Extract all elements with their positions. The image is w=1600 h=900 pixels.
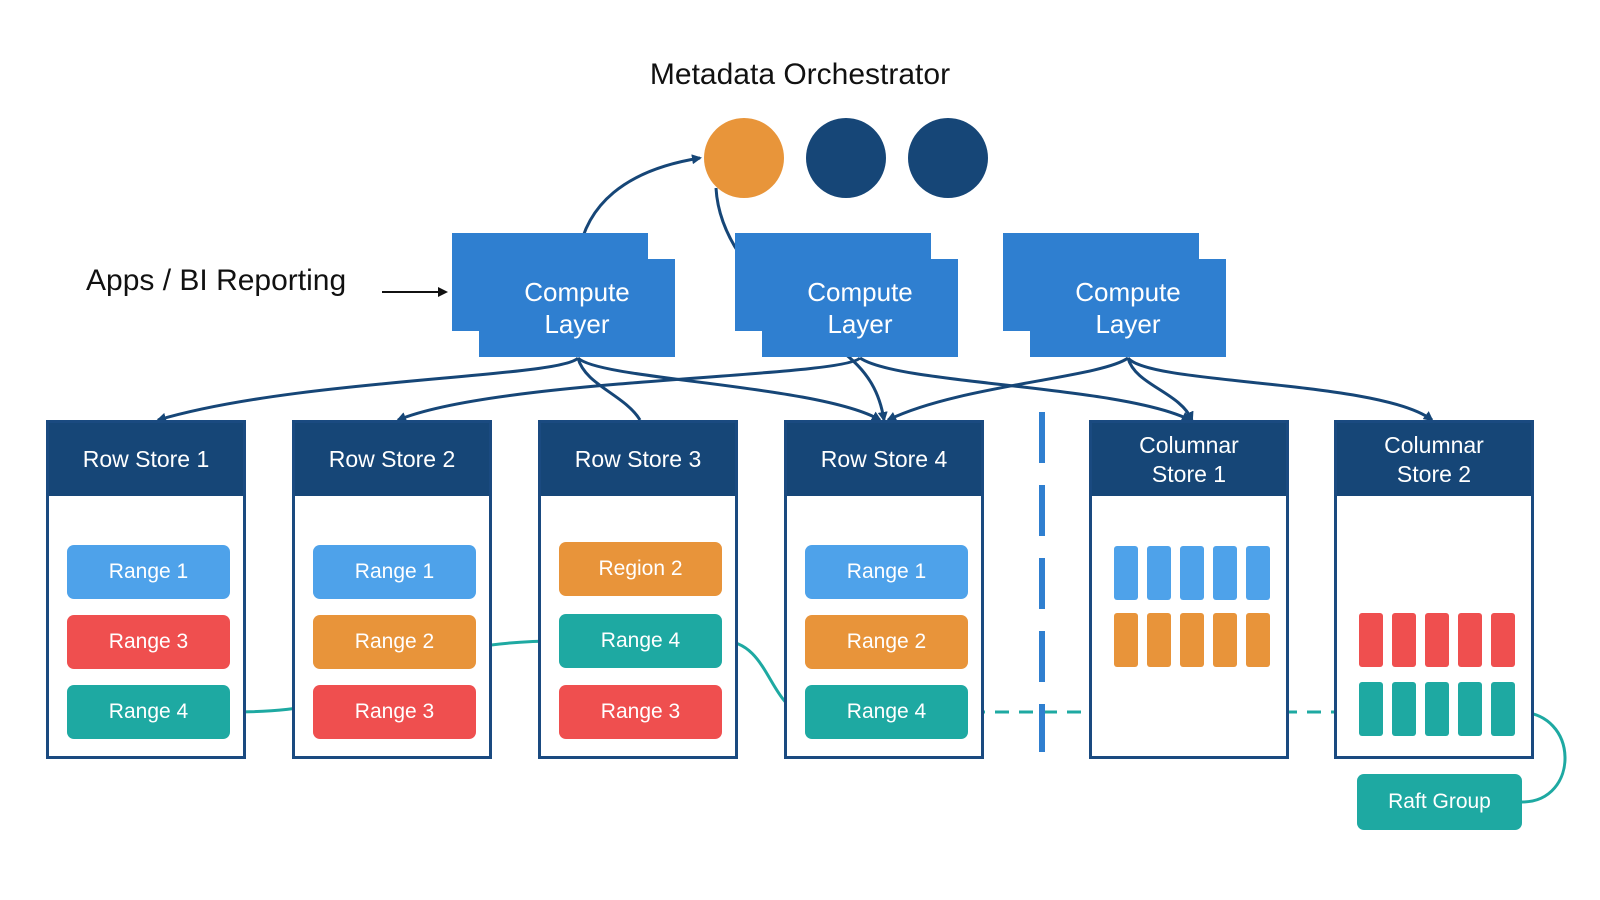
store-header: Row Store 3: [541, 423, 735, 496]
range-chip[interactable]: Range 4: [559, 614, 722, 668]
compute1-to-rowstore4: [576, 356, 882, 422]
column-block: [1213, 613, 1237, 667]
column-block: [1180, 613, 1204, 667]
divider-dash: [1039, 704, 1045, 752]
orchestrator-follower-node-icon: [806, 118, 886, 198]
column-block: [1425, 613, 1449, 667]
column-block: [1392, 613, 1416, 667]
column-block: [1425, 682, 1449, 736]
column-block: [1491, 682, 1515, 736]
region-chip[interactable]: Region 2: [559, 542, 722, 596]
apps-bi-reporting-label: Apps / BI Reporting: [86, 264, 347, 297]
row-store-4[interactable]: Row Store 4 Range 1 Range 2 Range 4: [784, 420, 984, 759]
column-block: [1246, 613, 1270, 667]
divider-dash: [1039, 558, 1045, 609]
compute-layer-3[interactable]: Compute Layer: [1030, 259, 1226, 357]
compute-layer-2[interactable]: Compute Layer: [762, 259, 958, 357]
column-block: [1246, 546, 1270, 600]
store-header: Columnar Store 1: [1092, 423, 1286, 496]
range-chip[interactable]: Range 4: [805, 685, 968, 739]
range-chip[interactable]: Range 3: [313, 685, 476, 739]
range-chip[interactable]: Range 3: [559, 685, 722, 739]
store-header: Columnar Store 2: [1337, 423, 1531, 496]
columnar-store-2[interactable]: Columnar Store 2: [1334, 420, 1534, 759]
range-chip[interactable]: Range 2: [805, 615, 968, 669]
range-chip[interactable]: Range 2: [313, 615, 476, 669]
range-chip[interactable]: Range 3: [67, 615, 230, 669]
row-store-3[interactable]: Row Store 3 Region 2 Range 4 Range 3: [538, 420, 738, 759]
column-block: [1147, 613, 1171, 667]
compute3-to-rowstore4: [886, 356, 1129, 422]
column-block: [1458, 613, 1482, 667]
range-chip[interactable]: Range 4: [67, 685, 230, 739]
diagram-title: Metadata Orchestrator: [649, 58, 951, 91]
orchestrator-leader-node-icon: [704, 118, 784, 198]
column-block: [1213, 546, 1237, 600]
compute1-to-rowstore1: [156, 356, 580, 423]
column-block: [1491, 613, 1515, 667]
column-block: [1180, 546, 1204, 600]
row-store-2[interactable]: Row Store 2 Range 1 Range 2 Range 3: [292, 420, 492, 759]
range-chip[interactable]: Range 1: [313, 545, 476, 599]
column-block: [1114, 613, 1138, 667]
column-block: [1114, 546, 1138, 600]
compute1-to-rowstore3: [576, 357, 642, 421]
divider-dash: [1039, 631, 1045, 682]
row-store-1[interactable]: Row Store 1 Range 1 Range 3 Range 4: [46, 420, 246, 759]
column-block: [1359, 613, 1383, 667]
store-header: Row Store 1: [49, 423, 243, 496]
compute3-to-columnar2: [1126, 356, 1434, 422]
column-block: [1147, 546, 1171, 600]
compute3-to-columnar1: [1126, 357, 1194, 422]
compute-layer-1[interactable]: Compute Layer: [479, 259, 675, 357]
column-block: [1392, 682, 1416, 736]
range-chip[interactable]: Range 1: [805, 545, 968, 599]
raft-link-loop: [1517, 710, 1567, 804]
range-chip[interactable]: Range 1: [67, 545, 230, 599]
column-block: [1458, 682, 1482, 736]
compute2-to-rowstore2: [396, 356, 862, 422]
divider-dash: [1039, 485, 1045, 536]
store-header: Row Store 2: [295, 423, 489, 496]
columnar-store-1[interactable]: Columnar Store 1: [1089, 420, 1289, 759]
raft-group-label[interactable]: Raft Group: [1357, 774, 1522, 830]
store-header: Row Store 4: [787, 423, 981, 496]
orchestrator-follower-node-icon: [908, 118, 988, 198]
column-block: [1359, 682, 1383, 736]
divider-dash: [1039, 412, 1045, 463]
